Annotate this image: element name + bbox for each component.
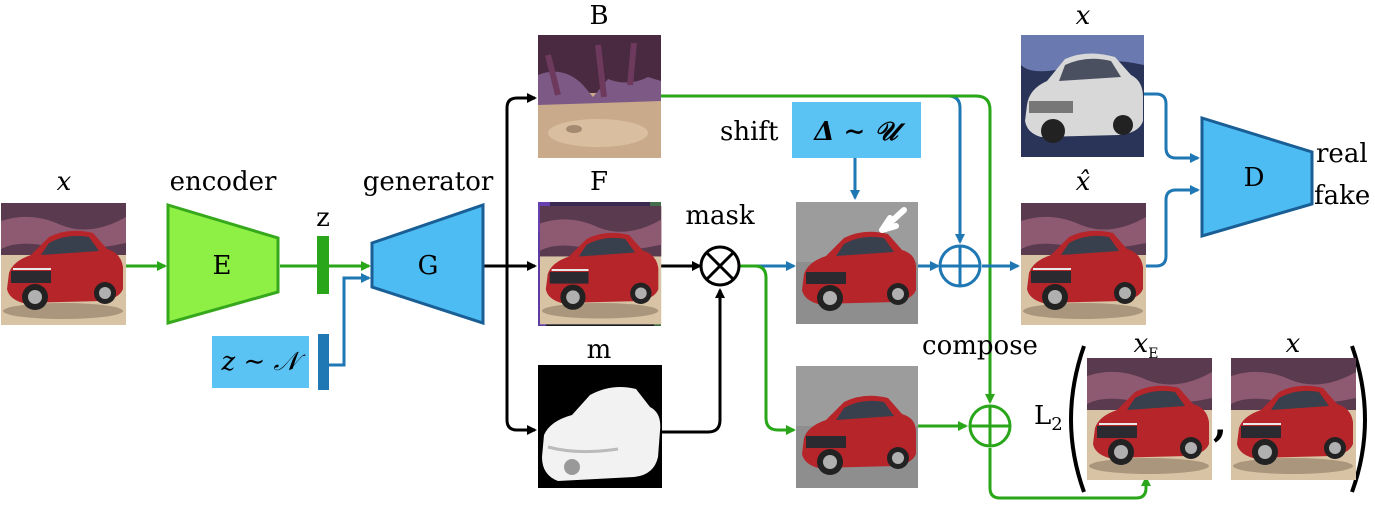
real-output-label: real xyxy=(1316,139,1368,169)
background-label: B xyxy=(589,1,608,31)
input-x-label: x xyxy=(57,167,72,197)
arrow-generator-to-mask xyxy=(505,266,537,435)
z-prior-bar xyxy=(318,334,329,390)
z-label: z xyxy=(316,203,330,233)
z-prior-label: z ∼ 𝒩 xyxy=(221,347,307,377)
delta-box xyxy=(792,102,921,158)
arrow-prior-to-generator xyxy=(320,273,371,367)
target-x-label: x xyxy=(1286,329,1301,359)
background-image xyxy=(538,35,661,158)
xe-label: xE xyxy=(1134,329,1159,362)
fake-xhat-label: x̂ xyxy=(1076,167,1091,197)
compose-plus-op xyxy=(968,404,1012,448)
arrow-background-to-plus-green xyxy=(661,94,995,404)
encoder-block xyxy=(166,202,280,325)
discriminator-symbol: D xyxy=(1244,163,1265,193)
arrow-mask-image-to-mask-op xyxy=(662,288,725,434)
discriminator-block xyxy=(1200,115,1314,238)
reconstructed-car-image xyxy=(1086,357,1213,481)
generator-block xyxy=(370,202,485,326)
encoder-label: encoder xyxy=(170,167,277,197)
foreground-label: F xyxy=(590,167,608,197)
delta-label: Δ ∼ 𝒰 xyxy=(812,117,906,147)
l2-comma: , xyxy=(1213,399,1227,446)
real-car-image xyxy=(1021,35,1144,157)
shift-compose-plus-op xyxy=(938,244,982,288)
compose-label: compose xyxy=(922,331,1038,361)
input-car-image xyxy=(0,202,127,326)
mask-image-label: m xyxy=(587,335,612,365)
shift-label: shift xyxy=(720,117,779,147)
mask-image xyxy=(538,365,662,488)
real-x-label: x xyxy=(1076,1,1091,31)
z-prior-box xyxy=(212,336,309,388)
encoder-symbol: E xyxy=(213,251,232,281)
generator-symbol: G xyxy=(418,251,439,281)
generator-label: generator xyxy=(363,167,494,197)
arrow-plus-to-xe xyxy=(988,448,1151,500)
arrow-real-to-discriminator xyxy=(1144,92,1200,163)
l2-left-paren xyxy=(1069,345,1086,493)
l2-label: L2 xyxy=(1034,401,1063,435)
arrow-fake-to-discriminator xyxy=(1144,185,1200,268)
l2-right-paren xyxy=(1350,345,1367,493)
foreground-image xyxy=(538,202,663,326)
fake-output-label: fake xyxy=(1314,181,1370,211)
mask-multiply-op xyxy=(699,245,741,287)
mask-op-label: mask xyxy=(685,201,754,231)
shifted-car-image xyxy=(796,202,918,324)
fake-car-image xyxy=(1020,202,1147,326)
arrow-generator-to-background xyxy=(484,93,537,268)
z-code-bar xyxy=(317,236,329,294)
target-car-image xyxy=(1230,357,1357,481)
arrow-mask-op-to-composed xyxy=(740,264,796,435)
composed-car-image xyxy=(796,366,918,488)
